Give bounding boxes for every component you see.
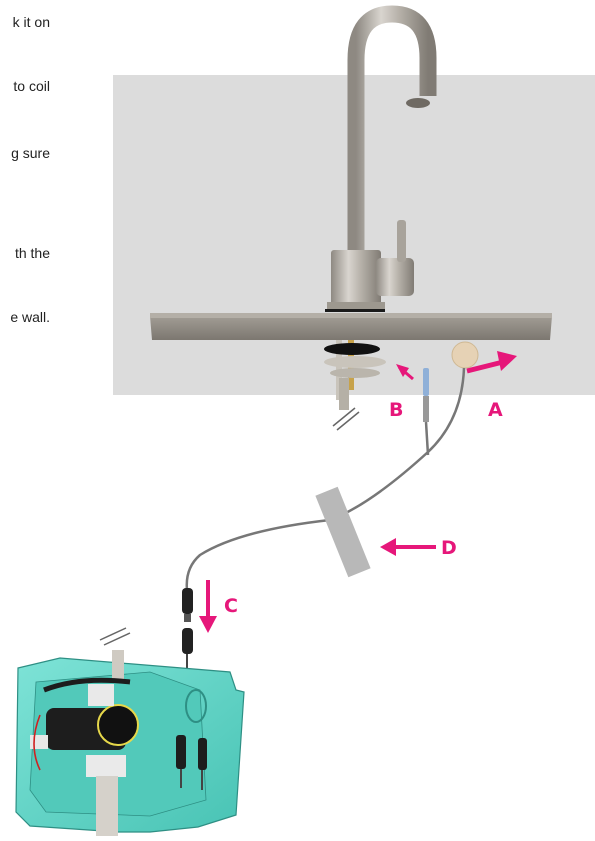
instruction-line-5: e wall. — [10, 309, 50, 325]
arrow-a — [466, 351, 517, 374]
callout-d: D — [441, 537, 457, 559]
arrow-b — [396, 364, 414, 381]
cable-clamp-bar — [315, 486, 371, 578]
faucet — [325, 5, 437, 312]
callout-b: B — [389, 399, 403, 421]
mounting-hardware — [324, 340, 386, 431]
instruction-line-1: k it on — [12, 14, 50, 30]
plug-connector-c — [182, 588, 193, 668]
instruction-line-2: to coil — [13, 78, 50, 94]
callout-a: A — [488, 399, 503, 421]
instruction-line-3: g sure — [11, 145, 50, 161]
countertop — [150, 313, 552, 340]
arrow-d — [380, 538, 436, 556]
main-cable — [185, 518, 331, 591]
callout-c: C — [224, 595, 238, 617]
control-box — [15, 627, 245, 836]
connector-b — [423, 368, 429, 422]
sensor-disc — [451, 341, 479, 369]
instruction-line-4: th the — [14, 245, 50, 261]
connector-cable — [424, 421, 430, 456]
arrow-c — [199, 580, 217, 633]
